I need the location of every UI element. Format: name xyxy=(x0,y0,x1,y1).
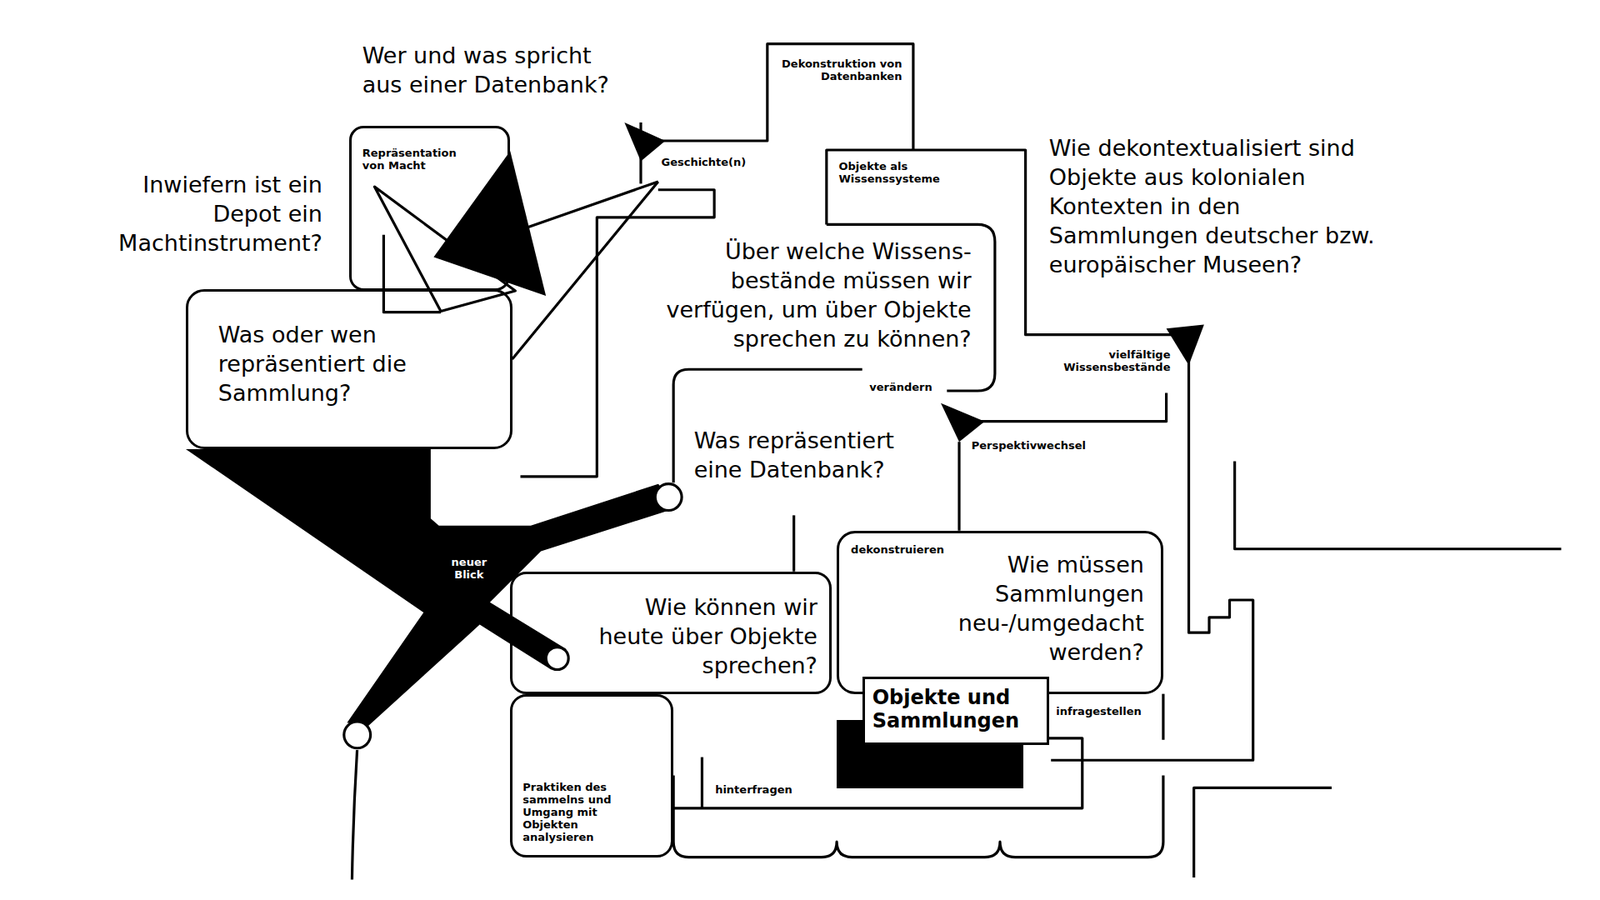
frame-line xyxy=(1194,787,1332,878)
frame-line xyxy=(980,392,1167,421)
node-text: Objekte und Sammlungen xyxy=(872,685,1040,733)
question-text: Was repräsentiert eine Datenbank? xyxy=(694,425,940,485)
core-box: Objekte und Sammlungen xyxy=(862,676,1050,745)
question-text: Inwiefern ist ein Depot ein Machtinstrum… xyxy=(87,170,323,258)
flag xyxy=(624,122,665,162)
gaze-star: neuer Blick xyxy=(185,449,676,755)
frame-line xyxy=(700,757,704,809)
flag xyxy=(940,403,985,443)
question-box: dekonstruierenWie müssen Sammlungen neu-… xyxy=(836,530,1164,695)
string-line xyxy=(351,750,357,880)
node-text: Repräsentation von Macht xyxy=(362,146,480,172)
keyword-label: Dekonstruktion von Datenbanken xyxy=(781,57,902,83)
question-text: Wie können wir heute über Objekte sprech… xyxy=(592,592,818,680)
power-box: Repräsentation von Macht xyxy=(349,125,510,291)
node-text: neuer Blick xyxy=(444,555,495,581)
keyword-label: verändern xyxy=(869,380,961,394)
flag xyxy=(1166,324,1205,365)
question-text: Wer und was spricht aus einer Datenbank? xyxy=(362,40,628,100)
star-tip xyxy=(344,721,371,749)
star-body xyxy=(185,449,679,727)
keyword-label: vielfältige Wissensbestände xyxy=(1037,348,1170,374)
question-text: Wie müssen Sammlungen neu-/umgedacht wer… xyxy=(923,550,1145,667)
frame-line xyxy=(1235,460,1562,549)
star-shape xyxy=(185,449,676,755)
bottom-arcs xyxy=(673,775,1164,858)
keyword-label: Geschichte(n) xyxy=(660,155,784,169)
star-tip xyxy=(545,646,569,670)
frame-line xyxy=(792,515,795,571)
edge-label: hinterfragen xyxy=(713,783,795,796)
node-text: Praktiken des sammelns und Umgang mit Ob… xyxy=(522,780,631,844)
question-text: Was oder wen repräsentiert die Sammlung? xyxy=(218,320,460,408)
frame-line xyxy=(640,44,914,150)
black-triangle xyxy=(433,150,546,296)
keyword-label: Perspektivwechsel xyxy=(971,439,1115,452)
practice-box: Praktiken des sammelns und Umgang mit Ob… xyxy=(510,694,674,858)
flag-pole xyxy=(957,441,960,531)
keyword-label: infragestellen xyxy=(1055,705,1169,718)
question-text: Wie dekontextualisiert sind Objekte aus … xyxy=(1049,133,1380,280)
question-box: Wie können wir heute über Objekte sprech… xyxy=(510,571,832,695)
connector xyxy=(673,738,1083,809)
keyword-label: Objekte als Wissenssysteme xyxy=(839,160,962,185)
question-box: Was oder wen repräsentiert die Sammlung? xyxy=(185,289,513,450)
node-text: dekonstruieren xyxy=(850,543,993,556)
star-tip xyxy=(655,483,682,510)
frame-line xyxy=(1161,694,1165,740)
question-text: Über welche Wissens- bestände müssen wir… xyxy=(635,236,972,354)
